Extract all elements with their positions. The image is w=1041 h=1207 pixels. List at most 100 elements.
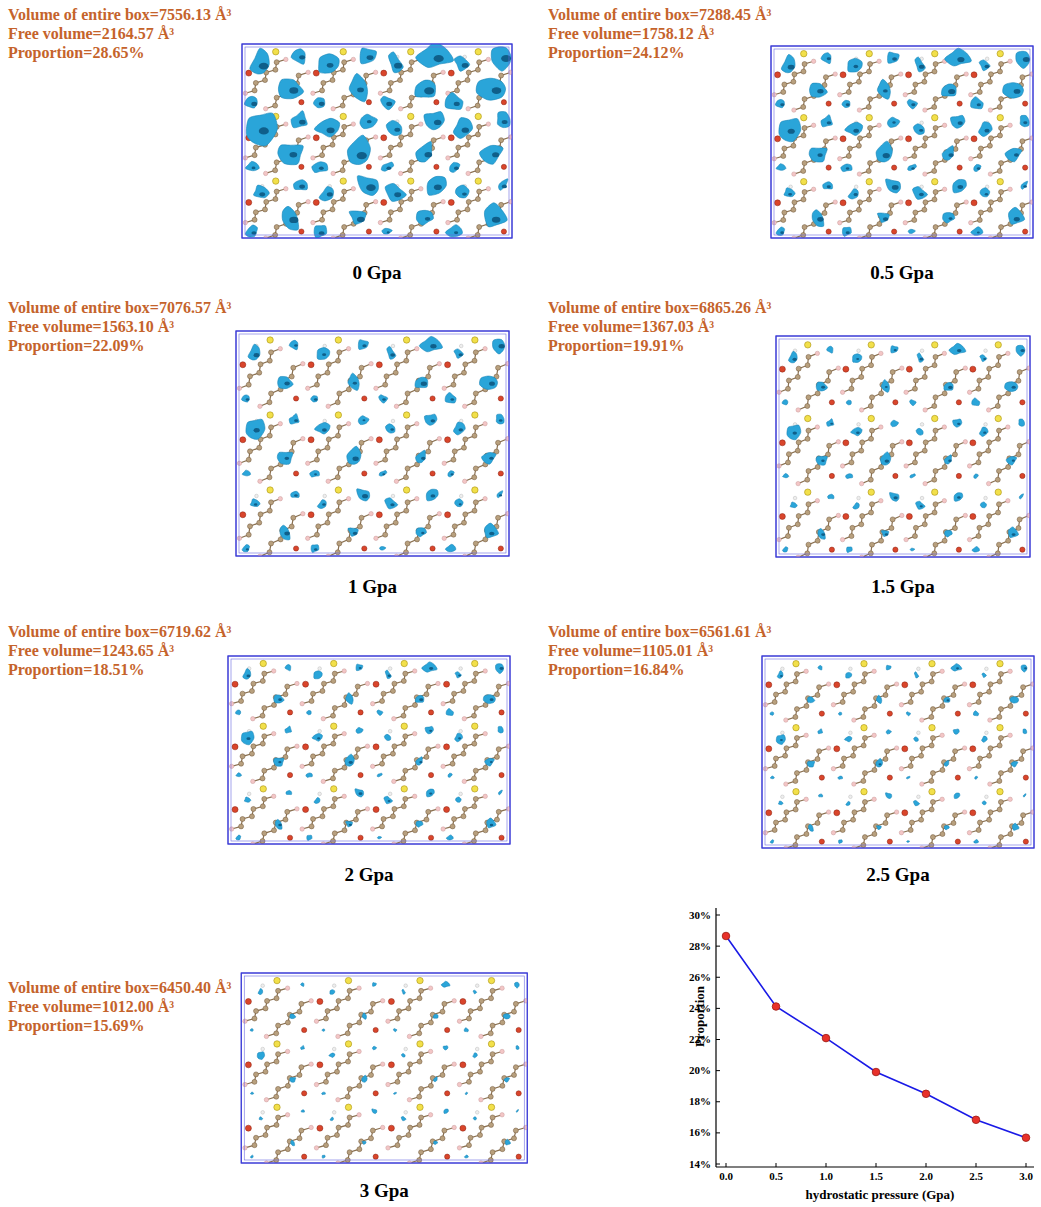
- atom: [483, 794, 487, 798]
- atom: [450, 761, 455, 766]
- bond: [232, 796, 274, 829]
- atom: [284, 57, 288, 61]
- atom: [237, 461, 241, 465]
- blob-shade: [278, 698, 282, 701]
- free-volume-blob: [348, 528, 358, 536]
- atom: [466, 107, 470, 111]
- free-volume-blob: [291, 111, 307, 128]
- atom: [263, 78, 268, 83]
- atom: [462, 404, 466, 408]
- atom: [952, 378, 957, 383]
- blob-shade: [314, 473, 317, 475]
- free-volume-blob: [971, 227, 983, 236]
- hydrogen-atom: [917, 667, 921, 671]
- atom: [381, 691, 386, 696]
- oxygen-atom: [970, 682, 976, 688]
- atom: [331, 107, 335, 111]
- bond: [862, 515, 902, 557]
- blob-shade: [788, 65, 795, 70]
- blob-shade: [394, 128, 400, 132]
- atom: [867, 69, 872, 74]
- atom: [332, 768, 337, 773]
- blob-shade: [490, 698, 494, 701]
- sulfur-atom: [932, 415, 938, 421]
- atom: [240, 691, 245, 696]
- oxygen-atom: [362, 396, 367, 401]
- oxygen-atom: [293, 546, 298, 551]
- free-volume-blob: [496, 414, 504, 424]
- oxygen-atom: [376, 512, 382, 518]
- free-volume-blob: [386, 120, 402, 135]
- atom: [942, 391, 947, 396]
- free-volume-blob: [908, 229, 915, 233]
- blob-shade: [284, 382, 289, 386]
- atom: [913, 210, 918, 215]
- atom: [857, 72, 862, 77]
- atom: [862, 707, 867, 712]
- free-volume-blob: [358, 416, 369, 425]
- atom: [952, 452, 957, 457]
- atom: [923, 366, 928, 371]
- bond: [971, 189, 1010, 222]
- atom: [781, 154, 786, 159]
- blob-shade: [885, 459, 890, 462]
- hydrogen-atom: [255, 494, 259, 498]
- atom: [351, 57, 355, 61]
- atom: [912, 90, 917, 95]
- atom: [274, 95, 279, 100]
- atom: [496, 365, 501, 370]
- atom: [942, 465, 947, 470]
- atom: [374, 536, 378, 540]
- atom: [942, 538, 947, 543]
- atom: [827, 443, 832, 448]
- sulfur-atom: [340, 178, 346, 184]
- atom: [463, 362, 468, 367]
- bond: [376, 499, 417, 539]
- atom: [278, 422, 282, 426]
- bond: [854, 748, 897, 784]
- bond: [253, 809, 297, 844]
- atom: [988, 782, 992, 786]
- atom: [262, 831, 267, 836]
- atom: [912, 218, 917, 223]
- blob-shade: [327, 127, 335, 133]
- sulfur-atom: [932, 178, 938, 184]
- atom: [370, 764, 374, 768]
- sulfur-atom: [995, 415, 1001, 421]
- atom: [929, 743, 934, 748]
- atom: [331, 776, 336, 781]
- bond: [468, 202, 510, 238]
- atom: [331, 199, 336, 204]
- bond: [376, 349, 417, 389]
- atom: [393, 445, 398, 450]
- atom: [473, 425, 478, 430]
- atom: [437, 512, 441, 516]
- atom: [353, 692, 358, 697]
- free-volume-blob: [453, 118, 472, 139]
- hydrogen-atom: [985, 667, 989, 671]
- free-volume-blob: [847, 547, 853, 553]
- atom: [320, 814, 325, 819]
- oxygen-atom: [775, 136, 781, 142]
- atom: [239, 699, 244, 704]
- atom: [331, 679, 336, 684]
- atom: [933, 126, 938, 131]
- atom: [794, 800, 799, 805]
- bond: [901, 671, 942, 704]
- atom: [332, 671, 337, 676]
- blob-shade: [294, 419, 298, 422]
- sulfur-atom: [997, 50, 1003, 56]
- sulfur-atom: [801, 50, 807, 56]
- free-volume-blob: [497, 491, 503, 498]
- atom: [909, 820, 914, 825]
- atom: [316, 374, 321, 379]
- bond: [465, 364, 508, 407]
- hydrogen-atom: [793, 496, 797, 500]
- atom: [413, 703, 418, 708]
- atom: [373, 135, 377, 139]
- atom: [384, 524, 389, 529]
- bond: [765, 671, 806, 704]
- atom: [326, 512, 331, 517]
- atom: [923, 481, 927, 485]
- blob-shade: [299, 55, 305, 59]
